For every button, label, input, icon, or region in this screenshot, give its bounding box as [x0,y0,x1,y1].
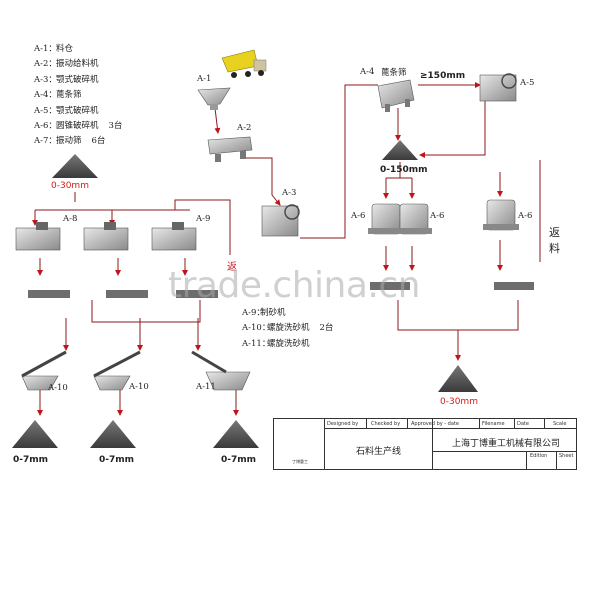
drawing-title: 石料生产线 [356,444,401,457]
label-a5: A-5 [520,78,534,88]
approved-by-label: Approved by - date [411,421,459,427]
stockpile-0-30mm-left-icon [52,154,98,178]
cone-crusher-a6-right-icon [483,200,519,230]
legend-row: A-1：料仓 [34,42,122,57]
size-label-0-7mm-1: 0-7mm [13,455,48,465]
designed-by-label: Designed by [327,421,358,427]
logo-text: 丁博重工 [292,459,308,465]
sand-maker-a8-left-icon [16,222,60,250]
label-a11: A-11 [196,382,216,392]
return-label-right: 返料 [549,225,561,257]
hopper-a1-icon [198,88,230,110]
stockpile-0-7mm-1-icon [12,420,58,448]
size-label-0-30mm-left: 0-30mm [51,181,89,191]
grizzly-screen-a4-icon [378,80,414,112]
legend-row: A-4：蓖条筛 [34,88,122,103]
label-a10-mid: A-10 [129,382,149,392]
sheet-label: Sheet [559,453,573,459]
legend-row: A-9：制砂机 [242,306,333,321]
stockpile-0-7mm-3-icon [213,420,259,448]
jaw-crusher-a3-icon [262,205,299,236]
label-a4-name: 蓖条筛 [381,66,407,78]
size-label-0-7mm-3: 0-7mm [221,455,256,465]
filename-label: Filename [482,421,505,427]
company-name: 上海丁博重工机械有限公司 [452,436,560,449]
checked-by-label: Checked by [371,421,400,427]
equipment-legend: A-1：料仓 A-2：振动给料机 A-3：颚式破碎机 A-4：蓖条筛 A-5：颚… [34,42,122,150]
title-block: Designed by Checked by Approved by - dat… [273,418,577,470]
label-a10-left: A-10 [48,383,68,393]
size-label-gt150mm: ≥150mm [420,71,465,81]
cone-crusher-a6-mid-icon [396,204,432,234]
size-label-0-30mm-bottom: 0-30mm [440,397,478,407]
scale-label: Scale [553,421,566,427]
label-a2: A-2 [237,123,251,133]
edition-label: Edition [530,453,547,459]
legend-row: A-5：颚式破碎机 [34,104,122,119]
size-label-0-7mm-2: 0-7mm [99,455,134,465]
legend-row: A-2：振动给料机 [34,57,122,72]
stockpile-0-150mm-icon [382,140,418,160]
dump-truck-icon [222,50,266,78]
label-a8: A-8 [63,214,77,224]
label-a1: A-1 [197,74,211,84]
vibrating-feeder-a2-icon [208,137,252,162]
date-label: Date [517,421,529,427]
legend-row: A-3：颚式破碎机 [34,73,122,88]
stockpile-0-30mm-bottom-icon [438,365,478,392]
legend-row: A-11：螺旋洗砂机 [242,337,333,352]
label-a9: A-9 [196,214,210,224]
jaw-crusher-a5-icon [480,74,516,101]
label-a6-mid: A-6 [430,211,444,221]
label-a3: A-3 [282,188,296,198]
label-a4: A-4 [360,67,374,77]
size-label-0-150mm: 0-150mm [380,165,428,175]
sand-maker-a9-icon [152,222,196,250]
label-a6-right: A-6 [518,211,532,221]
label-a6-left: A-6 [351,211,365,221]
sand-maker-a8-mid-icon [84,222,128,250]
watermark: trade.china.cn [168,265,420,306]
stockpile-0-7mm-2-icon [90,420,136,448]
